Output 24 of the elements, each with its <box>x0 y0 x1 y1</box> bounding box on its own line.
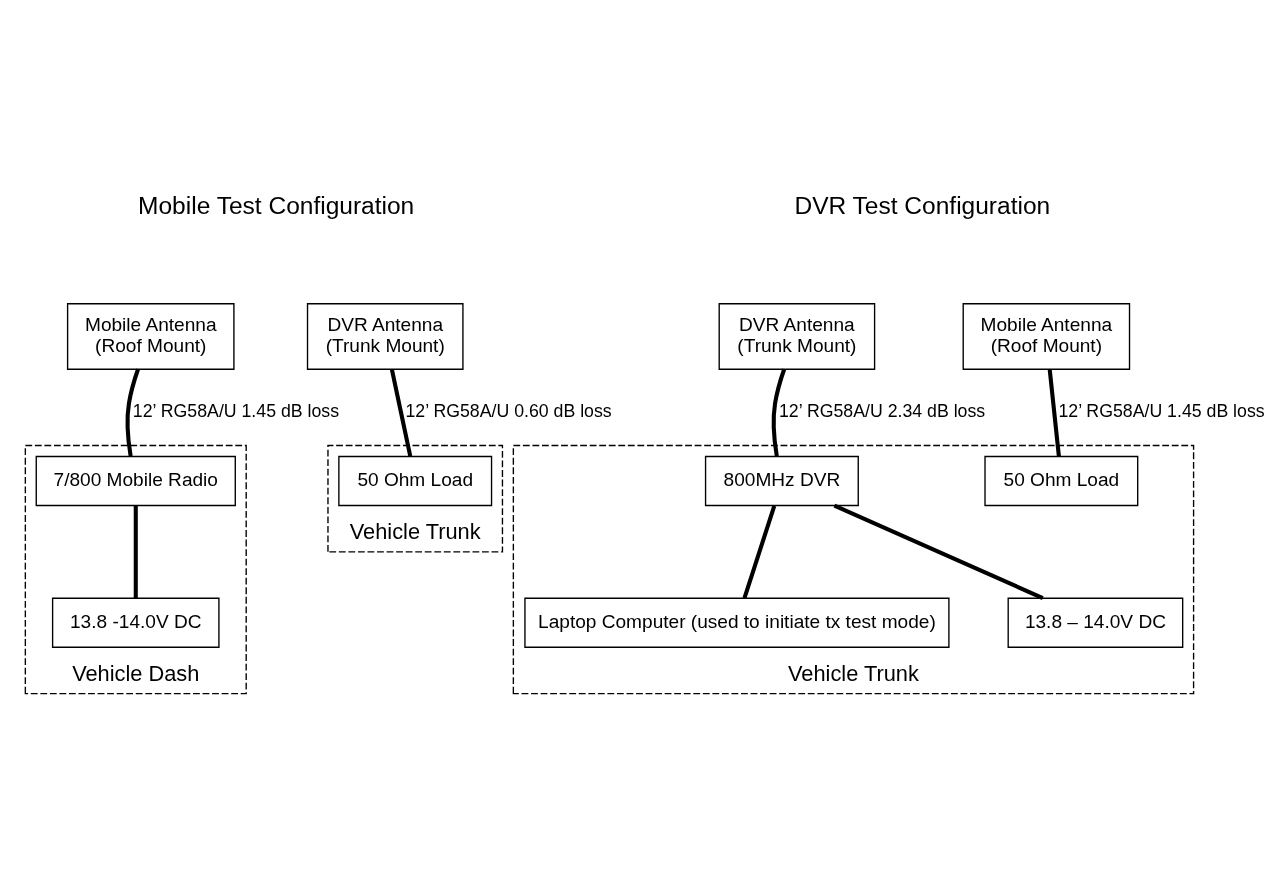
edge-label: 12’ RG58A/U 1.45 dB loss <box>1058 400 1265 421</box>
connector <box>833 503 1044 600</box>
connector <box>742 504 777 599</box>
node-box: 7/800 Mobile Radio <box>35 455 236 506</box>
node-box: DVR Antenna (Trunk Mount) <box>306 302 464 370</box>
connector <box>771 368 787 456</box>
node-box: Mobile Antenna (Roof Mount) <box>66 302 235 370</box>
label: DVR Test Configuration <box>794 191 1051 219</box>
node-box: Mobile Antenna (Roof Mount) <box>962 302 1131 370</box>
edge-label: 12’ RG58A/U 0.60 dB loss <box>405 400 612 421</box>
node-box: 50 Ohm Load <box>984 455 1139 506</box>
connector <box>133 505 138 598</box>
node-box: Laptop Computer (used to initiate tx test mode) <box>524 597 950 648</box>
node-box: 13.8 – 14.0V DC <box>1007 597 1184 648</box>
edge-label: 12’ RG58A/U 1.45 dB loss <box>132 400 340 421</box>
connector <box>389 368 413 457</box>
edge-label: 12’ RG58A/U 2.34 dB loss <box>779 400 986 421</box>
node-box: DVR Antenna (Trunk Mount) <box>718 302 876 370</box>
connector <box>125 368 140 456</box>
node-box: 800MHz DVR <box>704 455 859 506</box>
connector <box>1047 368 1061 456</box>
node-box: 13.8 -14.0V DC <box>51 597 220 648</box>
node-box: 50 Ohm Load <box>338 455 493 506</box>
label: Mobile Test Configuration <box>138 191 415 219</box>
